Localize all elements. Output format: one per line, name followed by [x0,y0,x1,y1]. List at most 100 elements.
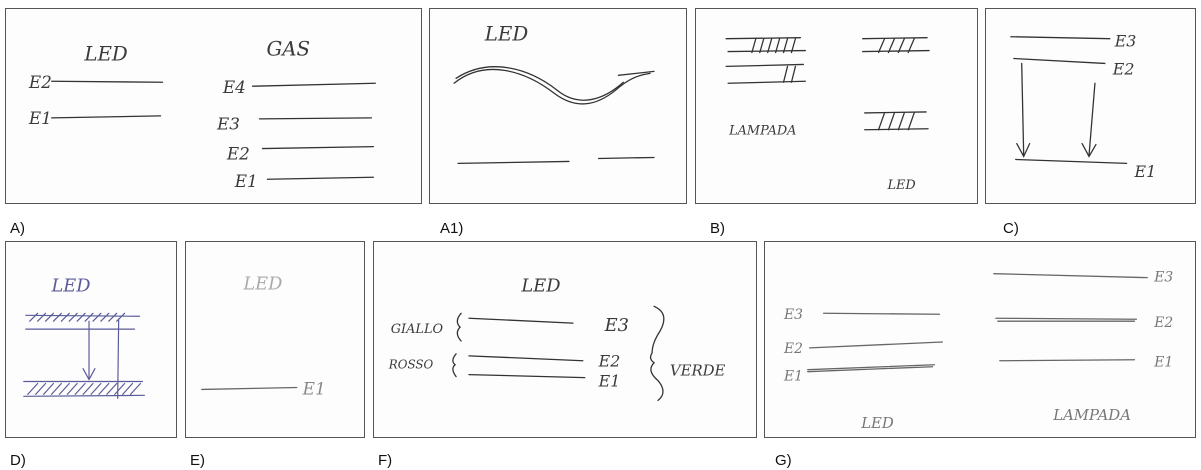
diagram-g: E3 E2 E1 LED E3 E2 E1 LAMPADA [783,270,1173,432]
color-label: VERDE [670,363,726,380]
band-hatching [877,38,915,54]
brace [649,305,665,402]
panel-f: LED GIALLO E3 ROSSO E2 E1 VERDE [373,241,757,438]
level-label: E3 [1114,32,1137,51]
level-label: E4 [222,77,246,97]
lamp-label: LAMPADA [1052,407,1131,424]
level-label: E2 [28,72,52,92]
level-label: E1 [28,108,52,128]
energy-level [807,364,936,371]
energy-band-curve [617,70,655,76]
caption-d: D) [10,452,26,469]
level-label: E3 [604,315,629,336]
panel-e: LED E1 [185,241,365,438]
level-label: E1 [598,372,621,391]
energy-band-curve [453,68,651,105]
energy-level [1013,57,1106,65]
gas-title: GAS [266,38,310,61]
band-line [727,49,806,53]
lamp-label: LAMPADA [728,124,796,139]
energy-level [266,176,374,180]
arrow-head [82,368,96,381]
panel-b: LAMPADA LED [695,8,978,204]
diagram-b: LAMPADA LED [725,37,930,193]
panel-c: E3 E2 E1 [985,8,1196,204]
level-label: E1 [234,171,258,191]
arrow-head [1081,142,1097,158]
energy-level [468,317,574,324]
level-label: E2 [783,341,803,357]
energy-level [1010,36,1111,40]
energy-level [258,117,373,120]
diagram-e: LED E1 [201,274,326,398]
caption-b: B) [710,220,725,237]
diagram-c: E3 E2 E1 [1010,32,1157,181]
level-label: E3 [783,307,803,323]
energy-level [51,115,162,119]
level-label: E1 [783,369,803,385]
band-line [864,128,929,131]
led-label: LED [860,415,894,432]
energy-level [809,341,944,349]
band-line [862,37,928,40]
panel-a1: LED [429,8,687,204]
panel-g: E3 E2 E1 LED E3 E2 E1 LAMPADA [764,241,1196,438]
level-label: E2 [598,352,621,371]
energy-level [201,386,298,391]
energy-band-curve [455,66,624,101]
energy-level [261,145,374,150]
energy-level [999,359,1136,362]
energy-level [1015,158,1128,165]
energy-level [51,80,164,83]
transition-line [117,318,120,399]
diagram-a1: LED [453,23,655,165]
led-title: LED [484,23,529,46]
energy-level [597,156,655,160]
arrow-head [1016,142,1031,158]
band-hatching [877,112,915,131]
panel-d: LED [5,241,177,438]
band-hatching [29,312,126,322]
band-line [725,37,802,40]
energy-level [457,160,570,165]
panel-a: LED GAS E2 E1 E4 E3 E2 E1 [5,8,422,204]
caption-a: A) [10,220,25,237]
caption-e: E) [190,452,205,469]
caption-f: F) [378,452,393,469]
energy-level [822,312,941,315]
energy-level [468,355,584,362]
transition-arrow [1088,82,1096,157]
energy-level [468,373,586,379]
caption-c: C) [1003,220,1019,237]
energy-level [807,366,934,373]
level-label: E1 [1134,162,1157,181]
color-label: ROSSO [388,358,434,372]
level-label: E1 [302,378,326,398]
led-label: LED [886,178,916,193]
band-hatching [751,38,797,83]
energy-level [251,82,376,87]
caption-g: G) [775,452,792,469]
caption-a1: A1) [440,220,464,237]
band-line [727,80,806,84]
band-line [725,63,804,68]
level-label: E2 [1153,315,1173,331]
level-label: E2 [1112,59,1135,78]
energy-level [993,273,1148,279]
diagram-a: LED GAS E2 E1 E4 E3 E2 E1 [28,38,376,191]
led-title: LED [520,275,560,296]
diagram-d: LED [23,276,145,399]
level-label: E3 [1153,270,1173,286]
diagram-f: LED GIALLO E3 ROSSO E2 E1 VERDE [388,275,726,402]
color-label: GIALLO [391,322,444,337]
level-label: E1 [1153,355,1173,371]
transition-arrow [1021,62,1025,157]
brace [456,312,462,342]
led-title: LED [242,274,282,295]
level-label: E3 [216,114,240,134]
brace [452,353,457,378]
band-line [23,394,145,397]
energy-level [995,317,1138,320]
band-line [862,49,930,53]
led-title: LED [83,42,128,65]
